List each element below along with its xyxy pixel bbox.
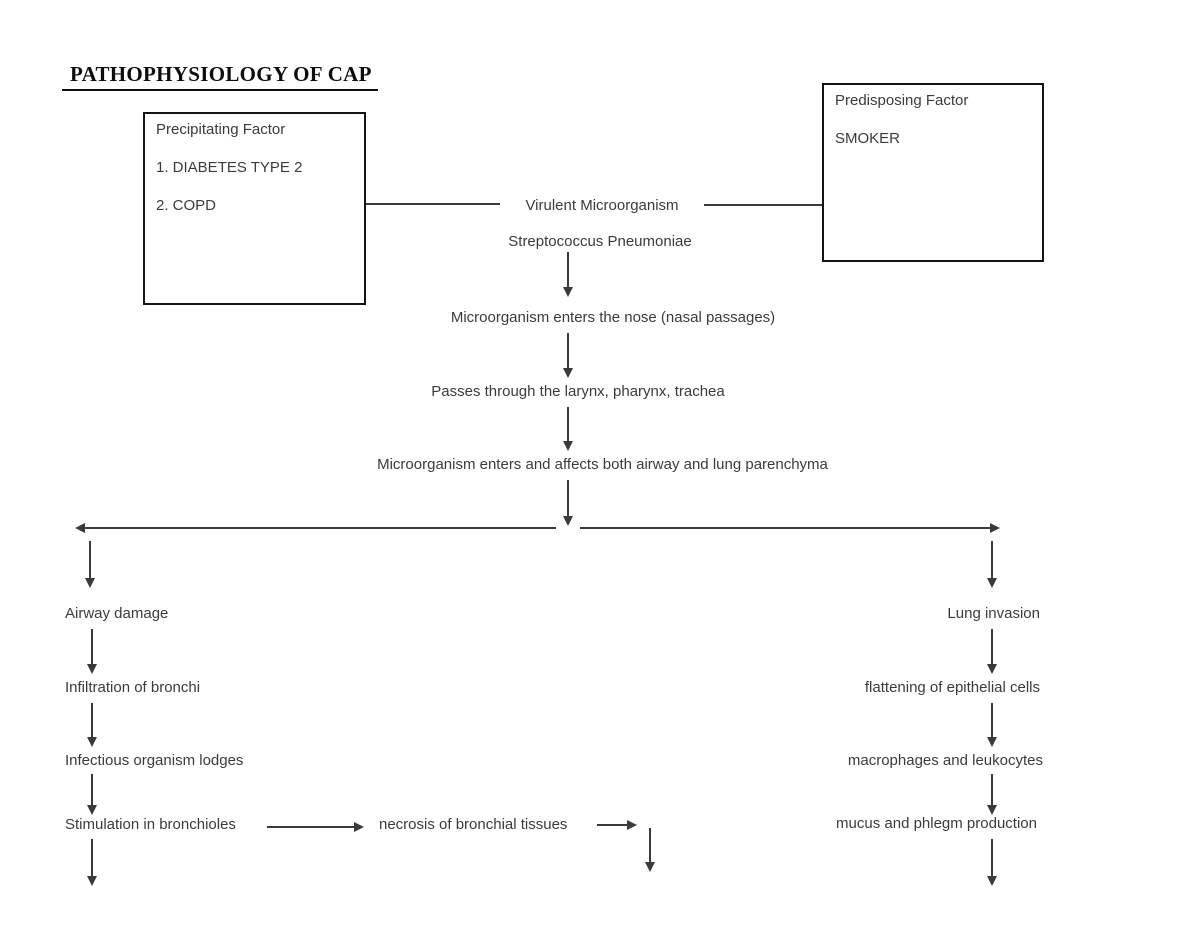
precipitating-factor-box: Precipitating Factor 1. DIABETES TYPE 2 … xyxy=(143,112,366,305)
streptococcus-label: Streptococcus Pneumoniae xyxy=(508,233,692,250)
arrow-airway-1 xyxy=(87,629,97,674)
macrophages-leukocytes-label: macrophages and leukocytes xyxy=(847,752,1043,769)
precipitating-factor-heading: Precipitating Factor xyxy=(156,121,286,138)
arrow-airway-2 xyxy=(87,703,97,747)
arrow-down-to-larynx xyxy=(563,333,573,378)
virulent-microorganism-label: Virulent Microorganism xyxy=(525,197,679,214)
enters-nose-label: Microorganism enters the nose (nasal pas… xyxy=(450,309,776,326)
arrow-airway-4 xyxy=(87,839,97,886)
necrosis-label: necrosis of bronchial tissues xyxy=(379,816,568,833)
arrow-down-to-parenchyma xyxy=(563,407,573,451)
arrow-stimulation-to-necrosis xyxy=(267,822,364,832)
split-arrow-right xyxy=(580,523,1000,533)
predisposing-factor-box: Predisposing Factor SMOKER xyxy=(822,83,1044,262)
lung-invasion-label: Lung invasion xyxy=(947,605,1040,622)
arrow-lung-3 xyxy=(987,774,997,815)
stimulation-bronchioles-label: Stimulation in bronchioles xyxy=(65,816,236,833)
airway-damage-label: Airway damage xyxy=(65,605,169,622)
connector-precipitating-to-virulent xyxy=(366,203,500,205)
flattening-epithelial-label: flattening of epithelial cells xyxy=(864,679,1040,696)
predisposing-factor-item-1: SMOKER xyxy=(835,130,901,147)
arrow-down-to-airway-branch xyxy=(85,541,95,588)
split-arrow-left xyxy=(75,523,556,533)
arrow-lung-1 xyxy=(987,629,997,674)
arrow-necrosis-out xyxy=(597,820,637,830)
arrow-down-to-lung-branch xyxy=(987,541,997,588)
affects-airway-lung-label: Microorganism enters and affects both ai… xyxy=(377,456,828,473)
arrow-down-after-necrosis xyxy=(645,828,655,872)
connector-virulent-to-predisposing xyxy=(704,204,822,206)
arrow-lung-2 xyxy=(987,703,997,747)
mucus-phlegm-label: mucus and phlegm production xyxy=(836,815,1037,832)
arrow-down-to-nose xyxy=(563,252,573,297)
page-title: PATHOPHYSIOLOGY OF CAP xyxy=(62,62,378,91)
infiltration-bronchi-label: Infiltration of bronchi xyxy=(65,679,201,696)
precipitating-factor-item-2: 2. COPD xyxy=(156,197,217,214)
predisposing-factor-heading: Predisposing Factor xyxy=(835,92,969,109)
passes-larynx-label: Passes through the larynx, pharynx, trac… xyxy=(431,383,725,400)
infectious-organism-label: Infectious organism lodges xyxy=(65,752,244,769)
arrow-airway-3 xyxy=(87,774,97,815)
arrow-down-to-split xyxy=(563,480,573,526)
arrow-lung-4 xyxy=(987,839,997,886)
precipitating-factor-item-1: 1. DIABETES TYPE 2 xyxy=(156,159,303,176)
